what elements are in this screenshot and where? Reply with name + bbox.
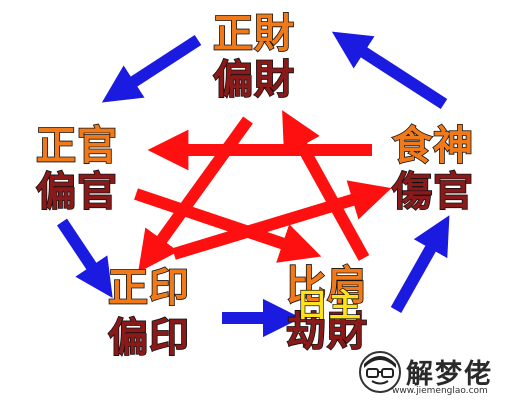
blue-arrow-shi-to-cai: [331, 31, 448, 110]
day-master-label: 日主: [295, 286, 363, 324]
node-cai-bottom: 偏財: [212, 56, 295, 103]
blue-arrow-cai-to-guan: [101, 34, 202, 103]
watermark: 解梦佬 www.jiemenglao.com: [358, 350, 524, 404]
face-icon: [359, 351, 401, 393]
blue-arrow-bijie-to-shi: [390, 215, 450, 313]
node-yin-bottom: 偏印: [107, 314, 190, 361]
node-bijie-top: 比肩: [285, 262, 368, 309]
red-arrow-bijie-to-cai: [282, 110, 370, 261]
node-shi-top: 食神: [391, 122, 474, 169]
red-arrow-yin-to-shi: [172, 180, 392, 260]
node-yin-top: 正印: [107, 264, 190, 311]
red-arrow-cai-to-yin: [138, 116, 253, 273]
blue-arrow-guan-to-yin: [57, 218, 113, 298]
node-shi-bottom: 傷官: [391, 168, 474, 215]
node-cai-top: 正財: [212, 10, 295, 57]
node-guan-top: 正官: [35, 122, 118, 169]
node-bijie-bottom: 劫財: [285, 308, 368, 355]
node-guan-bottom: 偏官: [35, 168, 118, 215]
red-arrow-guan-to-bijie: [134, 188, 322, 263]
watermark-brand: 解梦佬: [406, 359, 493, 390]
watermark-url: www.jiemenglao.com: [392, 386, 488, 396]
